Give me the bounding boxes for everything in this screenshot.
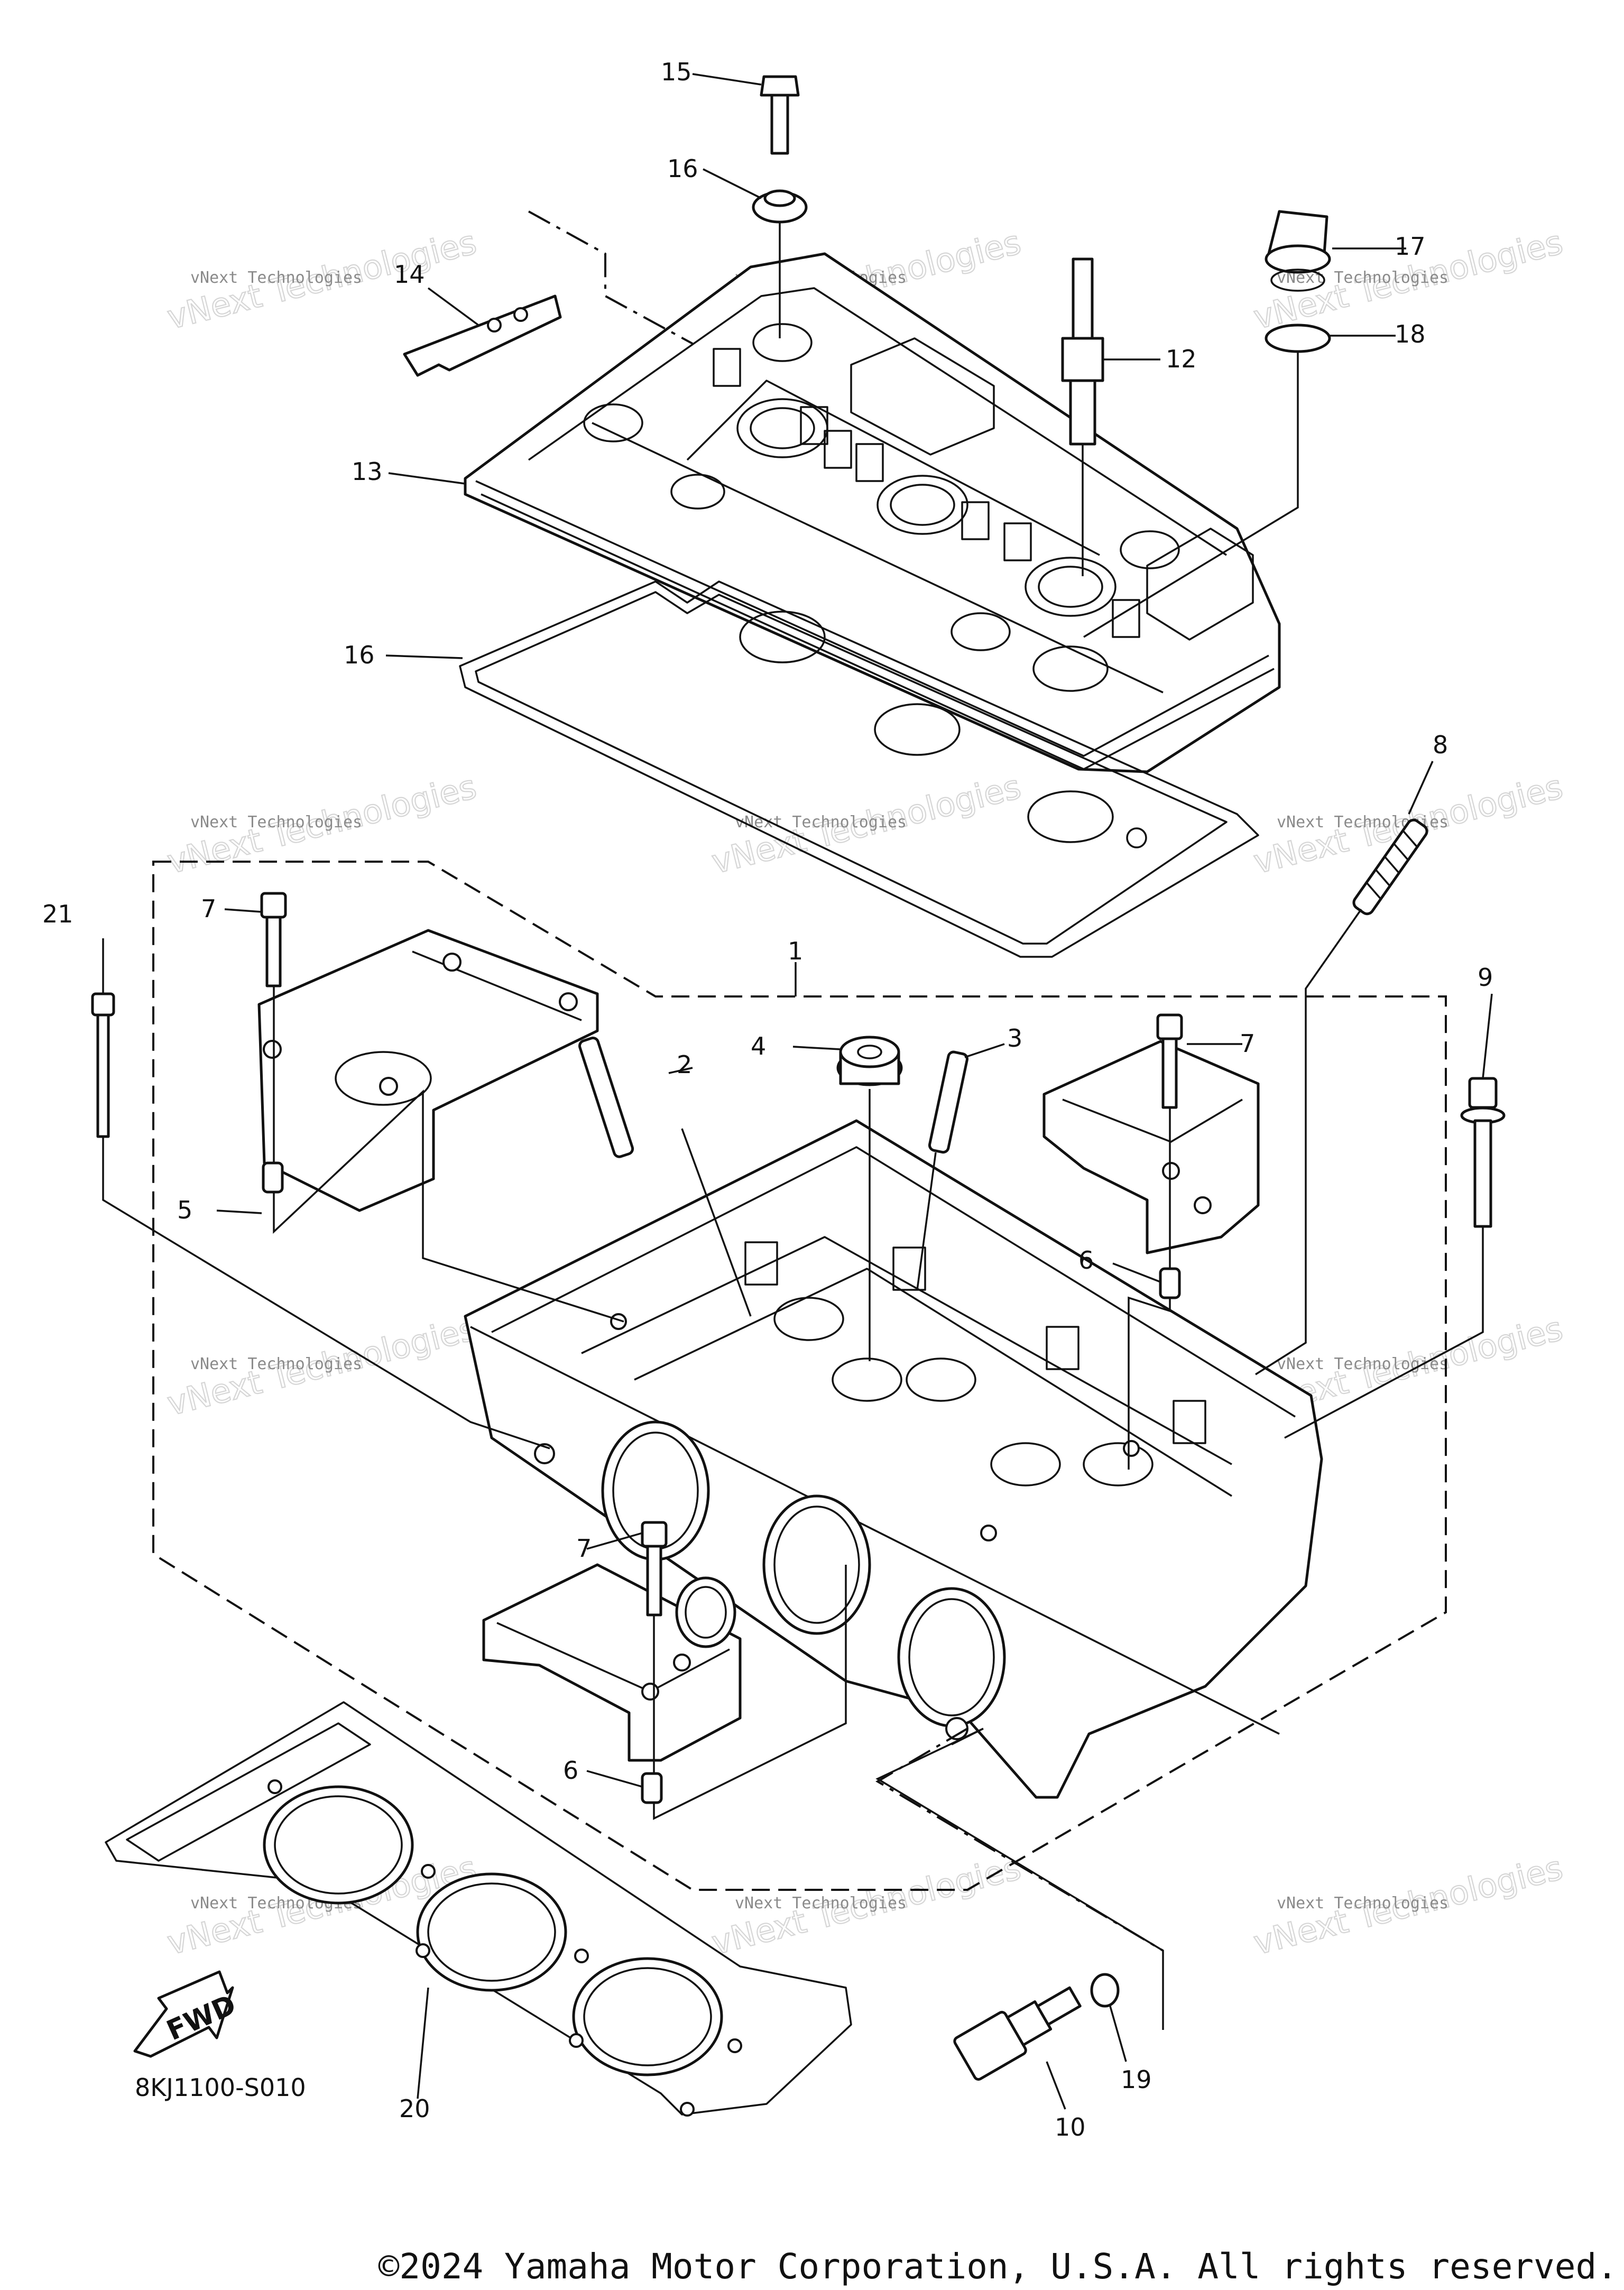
filler-cap-o-ring [1265,324,1331,353]
watermark: vNext Technologies vNext Technologies [163,1308,481,1424]
callout-label: 10 [1055,2113,1086,2141]
callout-label: 8 [1433,731,1448,759]
valve-cover [464,252,1281,773]
callout-labels: 15 16 17 18 12 14 13 16 8 21 7 1 9 4 2 3… [42,58,1493,2141]
cylinder-head [464,1119,1323,1799]
watermark: vNext Technologies vNext Technologies [1249,1848,1567,1963]
watermark-small-text: vNext Technologies [1277,1894,1448,1913]
callout-label: 6 [563,1756,578,1785]
callout-label: 2 [677,1050,692,1079]
camshaft-cap-upper-left [257,929,599,1212]
forward-direction-badge: FWD [133,1970,241,2058]
callout-label: 3 [1007,1024,1022,1052]
callout-label: 16 [667,154,698,183]
cover-bolt [760,75,800,155]
callout-label: 4 [751,1032,766,1060]
valve-cover-gasket [459,580,1259,958]
callout-label: 7 [201,894,216,923]
callout-label: 7 [576,1534,592,1563]
cap-bolt-upper-left [260,892,287,987]
callout-label: 17 [1395,232,1426,261]
camshaft-cap-right [1042,1040,1260,1254]
diagram-part-code: 8KJ1100-S010 [135,2073,306,2102]
dowel-pin-5 [262,1161,284,1194]
callout-label: 21 [42,900,73,928]
copyright-notice: ©2024 Yamaha Motor Corporation, U.S.A. A… [379,2246,1618,2287]
watermark-small-text: vNext Technologies [190,269,362,287]
assembly-boundary-dashed [152,861,1447,1891]
watermark-small-text: vNext Technologies [735,813,907,832]
leader-lines [102,73,1493,2110]
callout-label: 13 [352,457,383,486]
valve-guide-2 [578,1037,634,1158]
head-bolt-flanged [1460,1077,1506,1228]
callout-label: 5 [177,1196,192,1224]
callout-label: 1 [788,937,803,965]
callout-label: 14 [394,260,425,289]
valve-guide-3 [928,1050,968,1154]
callout-label: 15 [661,58,692,86]
watermark: vNext Technologies vNext Technologies [707,1848,1025,1963]
watermark-small-text: vNext Technologies [190,813,362,832]
cover-grommet [752,189,808,224]
watermark-small-text: vNext Technologies [190,1355,362,1373]
callout-label: 12 [1166,345,1197,373]
cover-plate [403,294,562,377]
cap-bolt-right [1156,1013,1183,1109]
plug-seal-grommet [836,1036,903,1086]
callout-label: 7 [1240,1029,1255,1058]
dowel-pin-6-right [1159,1267,1181,1299]
callout-label: 9 [1478,963,1493,992]
callout-label: 19 [1121,2065,1152,2094]
cap-bolt-lower [641,1521,668,1617]
callout-label: 20 [399,2094,430,2123]
dowel-pin-6-lower [641,1772,663,1804]
head-bolt-long [91,992,115,1138]
temperature-sensor [953,1986,1082,2081]
watermark-small-text: vNext Technologies [1277,1355,1448,1373]
callout-label: 6 [1078,1246,1094,1275]
watermark: vNext Technologies vNext Technologies [163,222,481,337]
sensor-o-ring [1090,1973,1120,2008]
watermark-small-text: vNext Technologies [735,1894,907,1913]
callout-label: 16 [344,641,375,669]
cylinder-head-gasket [105,1701,852,2117]
callout-label: 18 [1395,320,1426,348]
oil-filler-cap [1265,210,1331,292]
